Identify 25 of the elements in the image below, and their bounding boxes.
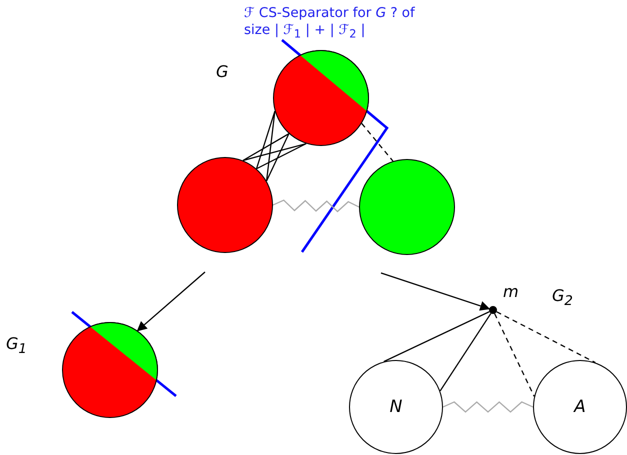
question-text: ℱ CS-Separator for G ? of size | ℱ$_{1}$ | + | ℱ$_{2}$ | bbox=[244, 5, 416, 43]
vertex-set-circle bbox=[273, 50, 369, 146]
dashed-edge bbox=[494, 313, 535, 397]
edge-line bbox=[384, 311, 490, 362]
graph-name: G bbox=[216, 62, 228, 81]
zigzag-edge bbox=[442, 401, 534, 413]
graph-name: G$_{1}$ bbox=[6, 334, 27, 358]
edge-line bbox=[440, 313, 492, 392]
dashed-edge bbox=[496, 311, 596, 364]
zigzag-edge bbox=[272, 200, 360, 212]
arrow bbox=[380, 272, 490, 311]
edge-line bbox=[242, 133, 290, 162]
dashed-edge bbox=[361, 123, 394, 162]
edge-line bbox=[256, 111, 276, 169]
edge-line bbox=[266, 111, 276, 182]
vertex-set-circle bbox=[62, 322, 158, 418]
arrow bbox=[136, 272, 206, 332]
vertex-dot bbox=[489, 306, 497, 314]
set-name: A bbox=[574, 397, 586, 417]
edge-line bbox=[242, 143, 306, 162]
graph-name: G$_{2}$ bbox=[552, 286, 573, 310]
edge-line bbox=[256, 143, 306, 170]
edge-line bbox=[266, 133, 290, 182]
vertex-name: m bbox=[503, 282, 519, 301]
set-name: N bbox=[390, 397, 402, 417]
